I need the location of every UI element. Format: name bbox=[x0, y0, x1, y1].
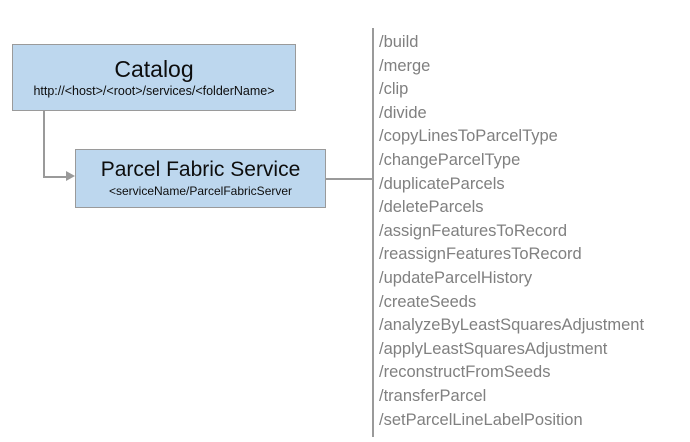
connector-service-to-operations bbox=[326, 178, 373, 180]
list-item[interactable]: /build bbox=[379, 33, 419, 51]
list-item[interactable]: /copyLinesToParcelType bbox=[379, 127, 558, 146]
operations-divider bbox=[372, 28, 374, 437]
list-item[interactable]: /analyzeByLeastSquaresAdjustment bbox=[379, 316, 645, 335]
list-item[interactable]: /divide bbox=[379, 103, 427, 122]
node-catalog-url: http://<host>/<root>/services/<folderNam… bbox=[33, 84, 275, 99]
arrowhead-icon bbox=[66, 171, 75, 181]
list-item[interactable]: /transferParcel bbox=[379, 386, 487, 405]
list-item[interactable]: /reassignFeaturesToRecord bbox=[379, 245, 582, 264]
list-item[interactable]: /deleteParcels bbox=[379, 198, 484, 217]
list-item[interactable]: /updateParcelHistory bbox=[379, 268, 533, 287]
list-item[interactable]: /reconstructFromSeeds bbox=[379, 363, 551, 382]
node-service-title: Parcel Fabric Service bbox=[100, 158, 301, 182]
list-item[interactable]: /clip bbox=[379, 80, 409, 99]
list-item[interactable]: /applyLeastSquaresAdjustment bbox=[379, 339, 608, 358]
list-item[interactable]: /setParcelLineLabelPosition bbox=[379, 410, 583, 429]
list-item[interactable]: /duplicateParcels bbox=[379, 174, 505, 193]
node-parcel-fabric-service[interactable]: Parcel Fabric Service <serviceName/Parce… bbox=[75, 149, 326, 208]
node-catalog[interactable]: Catalog http://<host>/<root>/services/<f… bbox=[12, 44, 296, 111]
list-item[interactable]: /changeParcelType bbox=[379, 150, 521, 169]
connector-catalog-horizontal bbox=[43, 176, 68, 178]
list-item[interactable]: /merge bbox=[379, 56, 431, 75]
connector-catalog-vertical bbox=[43, 111, 45, 177]
list-item[interactable]: /createSeeds bbox=[379, 292, 477, 311]
node-catalog-title: Catalog bbox=[114, 55, 194, 82]
node-service-path: <serviceName/ParcelFabricServer bbox=[108, 183, 293, 198]
list-item[interactable]: /assignFeaturesToRecord bbox=[379, 221, 568, 240]
operations-list: /build /merge /clip /divide /copyLinesTo… bbox=[379, 31, 684, 432]
